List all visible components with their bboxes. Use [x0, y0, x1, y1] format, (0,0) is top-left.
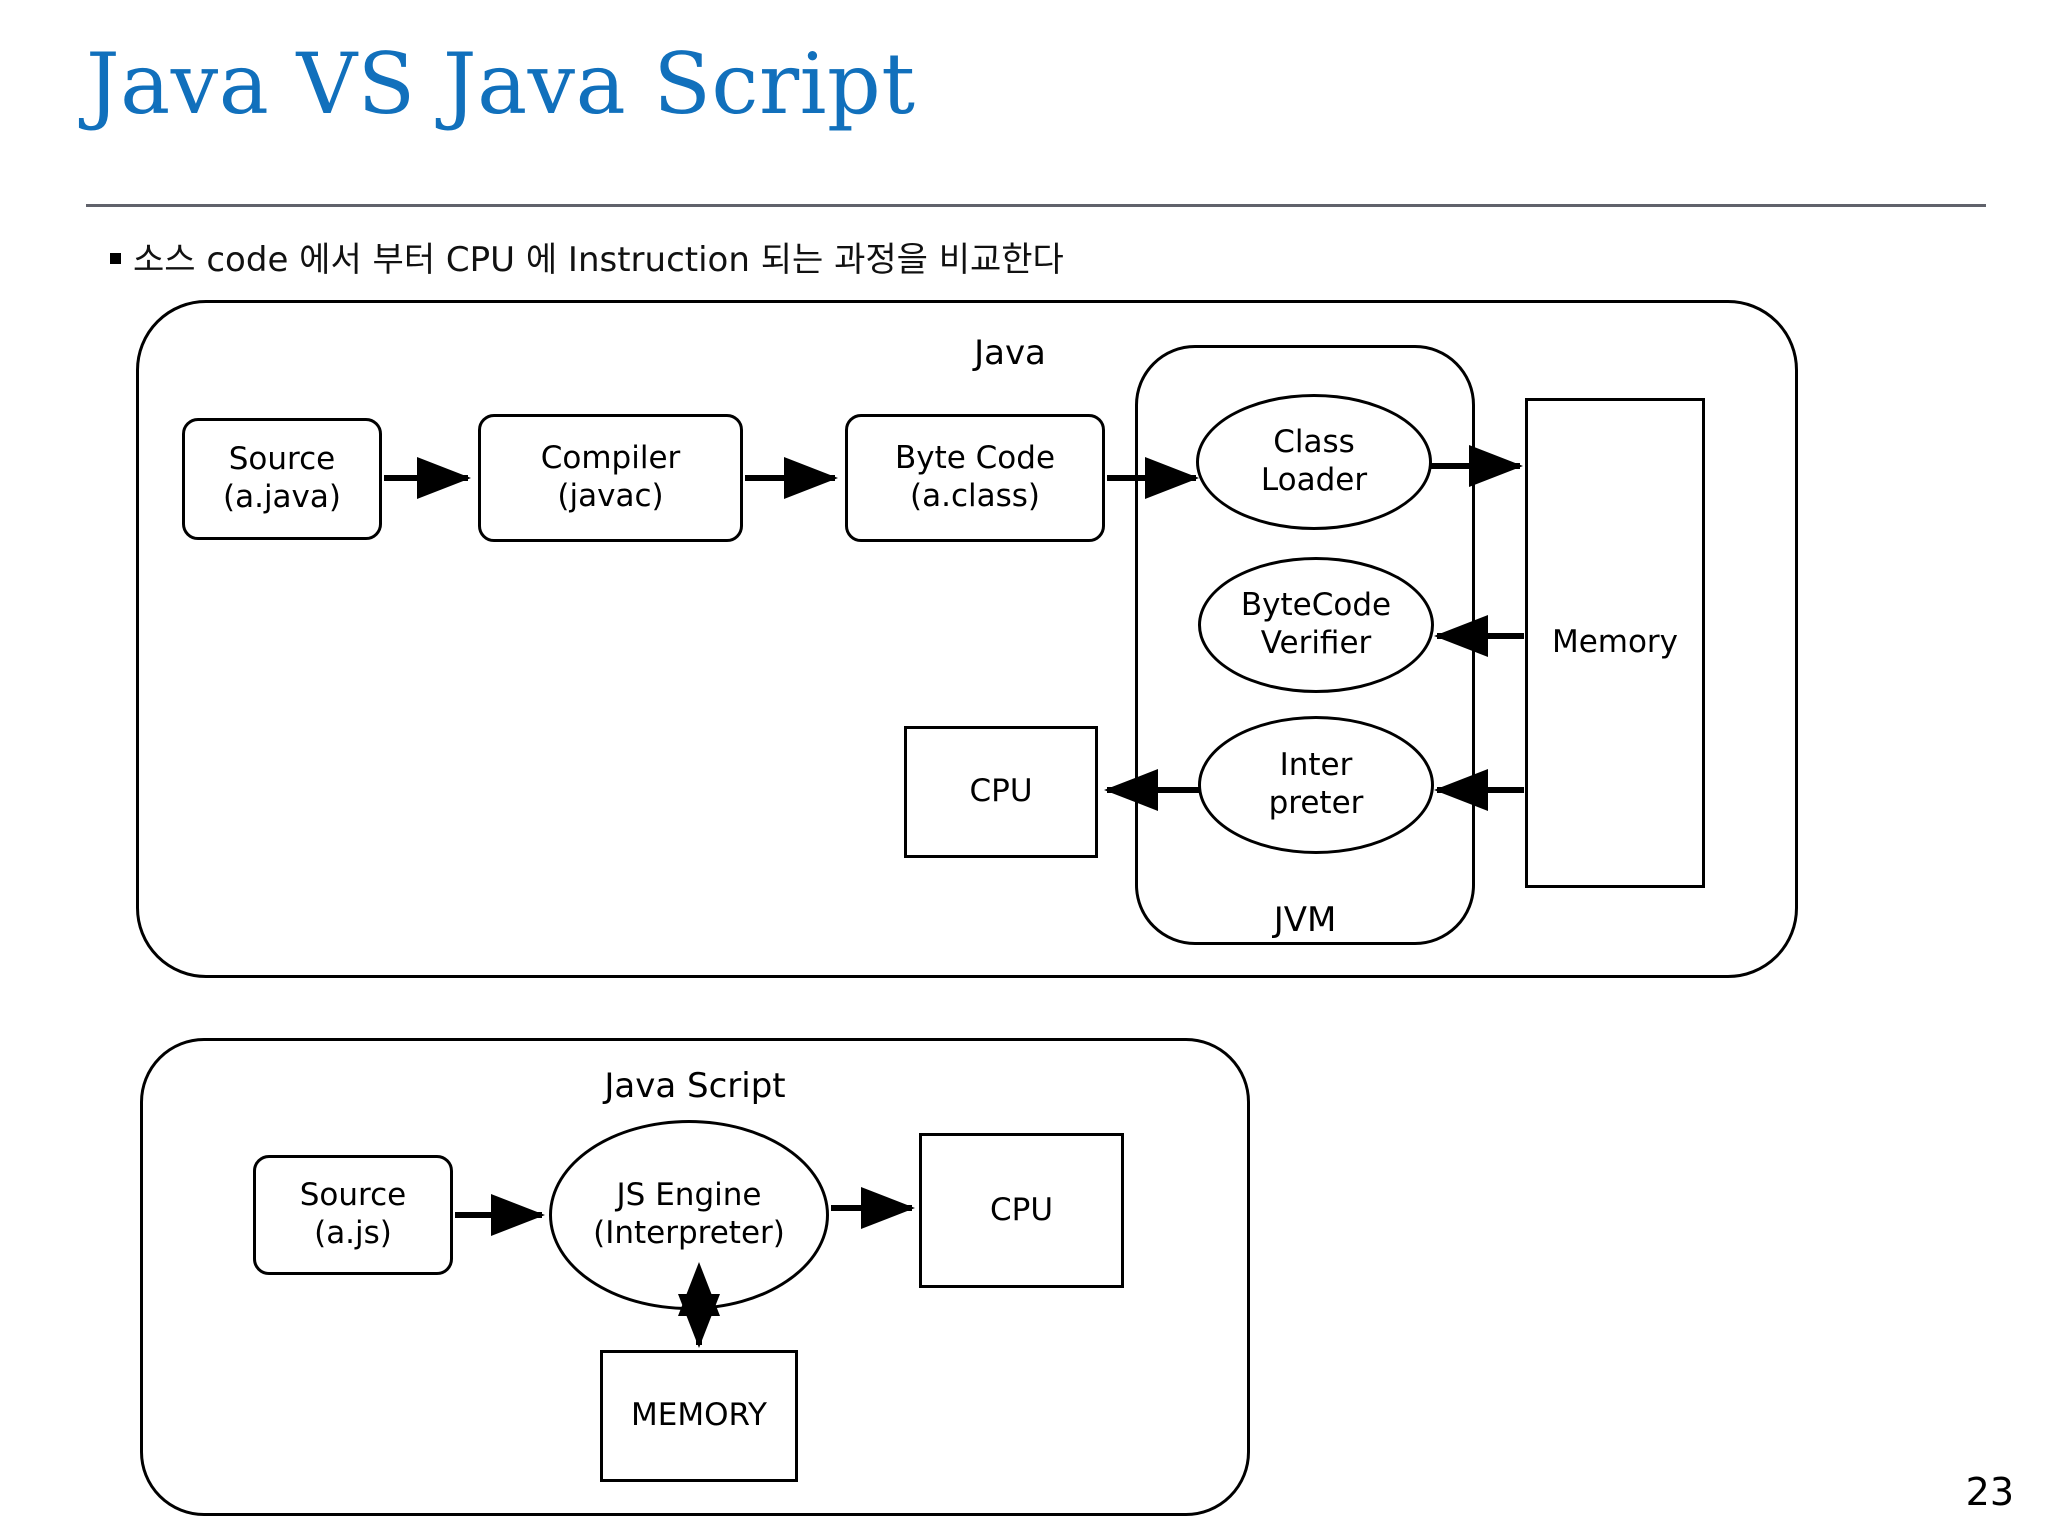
javascript-group-container — [140, 1038, 1250, 1516]
java-cpu-label: CPU — [969, 773, 1033, 810]
jvm-label: JVM — [1273, 900, 1337, 940]
js-source-line2: (a.js) — [314, 1215, 392, 1251]
java-group-label: Java — [974, 333, 1046, 373]
class-loader-line2: Loader — [1260, 462, 1368, 498]
js-engine-line2: (Interpreter) — [593, 1215, 785, 1251]
java-memory-label: Memory — [1551, 624, 1679, 661]
interpreter-line1: Inter — [1279, 747, 1353, 784]
square-bullet-icon — [110, 253, 121, 264]
page-title: Java VS Java Script — [86, 35, 916, 133]
js-memory-label: MEMORY — [631, 1397, 767, 1434]
js-engine-node[interactable]: JS Engine (Interpreter) — [549, 1120, 829, 1310]
bullet-row: 소스 code 에서 부터 CPU 에 Instruction 되는 과정을 비… — [110, 232, 1064, 281]
java-bytecode-node[interactable]: Byte Code (a.class) — [845, 414, 1105, 542]
js-memory-node[interactable]: MEMORY — [600, 1350, 798, 1482]
class-loader-node[interactable]: Class Loader — [1196, 394, 1432, 530]
java-source-line2: (a.java) — [223, 479, 341, 515]
java-compiler-node[interactable]: Compiler (javac) — [478, 414, 743, 542]
java-compiler-line2: (javac) — [557, 478, 664, 514]
java-source-line1: Source — [228, 441, 336, 478]
interpreter-line2: preter — [1268, 785, 1364, 821]
js-cpu-node[interactable]: CPU — [919, 1133, 1124, 1288]
java-bytecode-line1: Byte Code — [894, 440, 1056, 477]
java-bytecode-line2: (a.class) — [910, 478, 1040, 514]
class-loader-line1: Class — [1273, 424, 1355, 461]
title-divider — [86, 204, 1986, 207]
java-cpu-node[interactable]: CPU — [904, 726, 1098, 858]
js-source-node[interactable]: Source (a.js) — [253, 1155, 453, 1275]
verifier-line1: ByteCode — [1240, 587, 1392, 624]
js-cpu-label: CPU — [989, 1191, 1054, 1228]
java-memory-node[interactable]: Memory — [1525, 398, 1705, 888]
interpreter-node[interactable]: Inter preter — [1198, 716, 1434, 854]
javascript-group-label: Java Script — [604, 1066, 786, 1106]
java-source-node[interactable]: Source (a.java) — [182, 418, 382, 540]
verifier-line2: Verifier — [1260, 625, 1372, 661]
java-group-container — [136, 300, 1798, 978]
page-number: 23 — [1965, 1470, 2014, 1514]
bullet-text: 소스 code 에서 부터 CPU 에 Instruction 되는 과정을 비… — [133, 240, 1064, 280]
js-source-line1: Source — [299, 1177, 407, 1214]
bytecode-verifier-node[interactable]: ByteCode Verifier — [1198, 557, 1434, 693]
js-engine-line1: JS Engine — [616, 1177, 762, 1214]
java-compiler-line1: Compiler — [540, 440, 681, 477]
